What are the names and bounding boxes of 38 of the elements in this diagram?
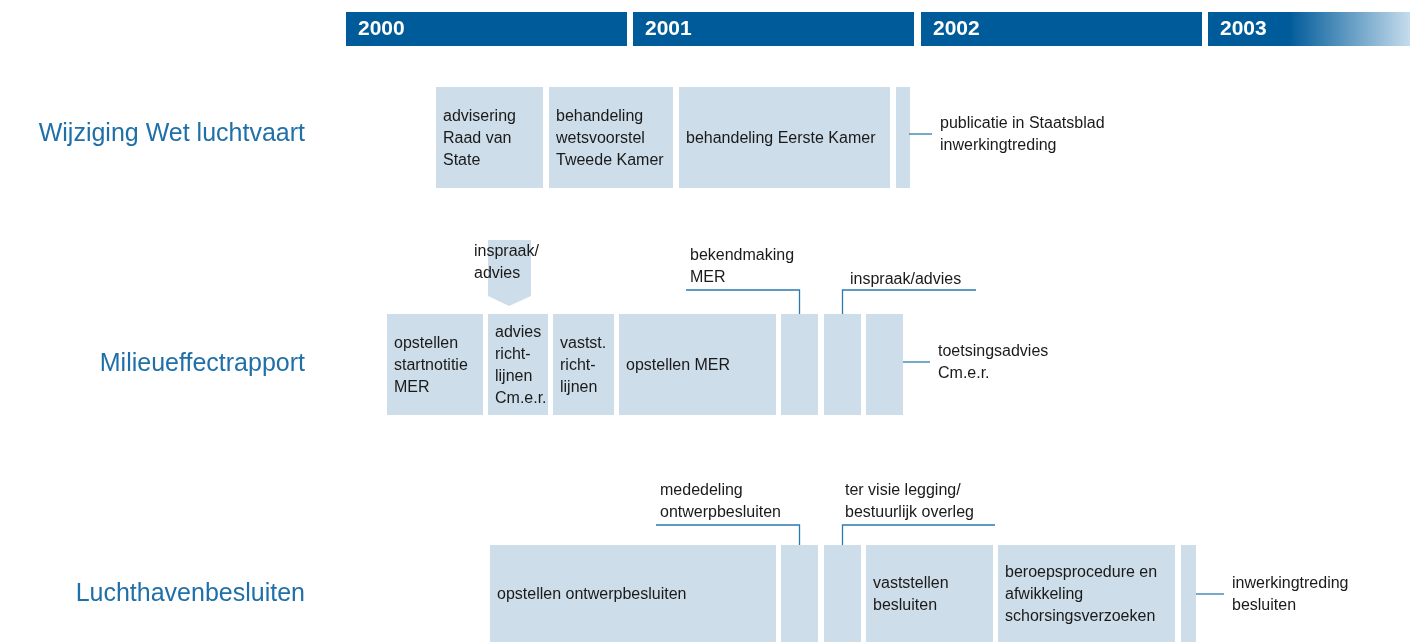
- callout-text: inspraak/advies: [850, 268, 976, 290]
- leader-line: [1195, 593, 1225, 595]
- row-title: Luchthavenbesluiten: [74, 578, 305, 607]
- row-title: Wijziging Wet luchtvaart: [37, 118, 305, 147]
- empty-process-bar: [896, 87, 910, 188]
- process-bar: vaststellen besluiten: [866, 545, 993, 642]
- process-bar: advisering Raad van State: [436, 87, 543, 188]
- process-bar: opstellen MER: [619, 314, 776, 415]
- empty-process-bar: [781, 314, 818, 415]
- leader-line: [655, 524, 801, 546]
- callout-text: mededeling ontwerpbesluiten: [660, 479, 810, 525]
- empty-process-bar: [866, 314, 903, 415]
- year-band: 2001: [633, 12, 914, 46]
- process-bar: opstellen startnotitie MER: [387, 314, 483, 415]
- callout-text: publicatie in Staatsblad inwerkingtreding: [940, 112, 1160, 158]
- leader-line: [908, 133, 933, 135]
- leader-line: [841, 289, 977, 315]
- leader-line: [685, 289, 801, 315]
- year-band: 2000: [346, 12, 627, 46]
- empty-process-bar: [781, 545, 818, 642]
- callout-text: inwerkingtreding besluiten: [1232, 572, 1382, 618]
- leader-line: [902, 361, 931, 363]
- empty-process-bar: [824, 314, 861, 415]
- process-bar: vastst. richt- lijnen: [553, 314, 614, 415]
- row-title: Milieueffectrapport: [98, 348, 305, 377]
- empty-process-bar: [1181, 545, 1196, 642]
- leader-line: [841, 524, 996, 546]
- callout-text: bekendmaking MER: [690, 244, 810, 290]
- year-band: 2003: [1208, 12, 1410, 46]
- callout-text: ter visie legging/ bestuurlijk overleg: [845, 479, 995, 525]
- process-bar: behandeling wetsvoorstel Tweede Kamer: [549, 87, 673, 188]
- process-bar: behandeling Eerste Kamer: [679, 87, 890, 188]
- empty-process-bar: [824, 545, 861, 642]
- process-bar: beroepsprocedure en afwikkeling schorsingsverzoeken: [998, 545, 1175, 642]
- year-band: 2002: [921, 12, 1202, 46]
- process-bar: opstellen ontwerpbesluiten: [490, 545, 776, 642]
- callout-text: toetsingsadvies Cm.e.r.: [938, 340, 1048, 386]
- process-bar: advies richt- lijnen Cm.e.r.: [488, 314, 548, 415]
